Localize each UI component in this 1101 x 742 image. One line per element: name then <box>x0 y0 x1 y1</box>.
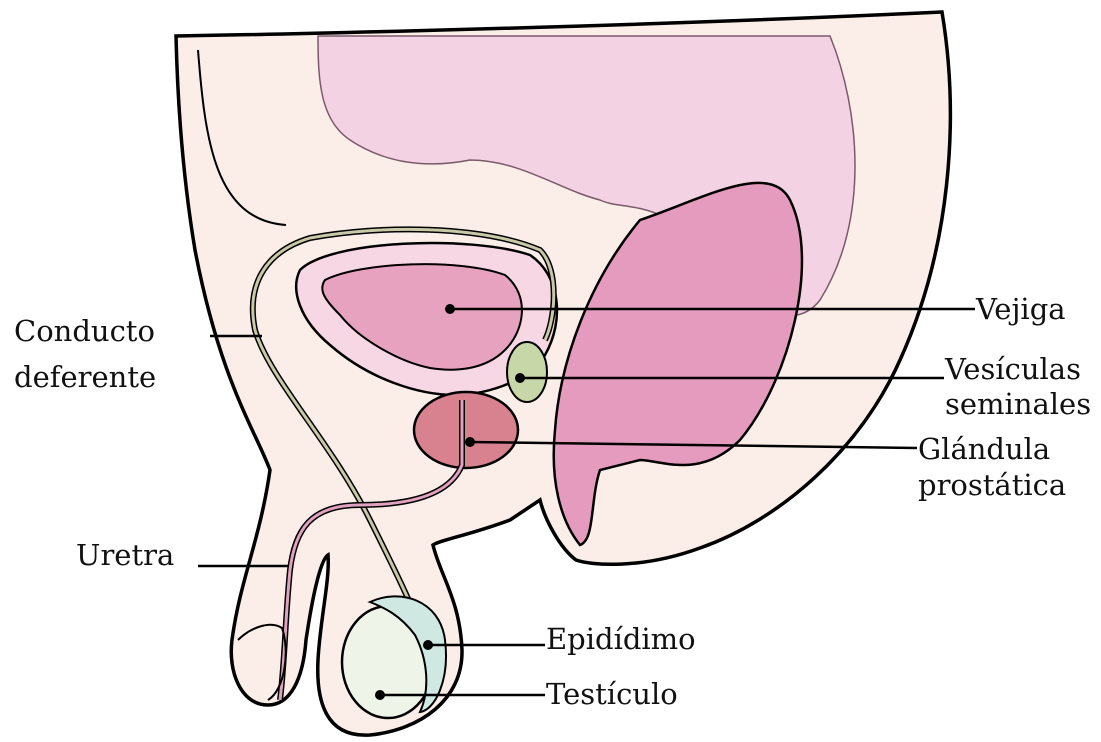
label-testicle: Testículo <box>546 677 678 711</box>
leader-testicle-dot <box>375 690 385 700</box>
label-prostate-line2: prostática <box>918 468 1066 502</box>
leader-epididymis-dot <box>423 640 433 650</box>
label-vas-deferens-line1: Conducto <box>14 314 155 348</box>
label-seminal-vesicles-line1: Vesículas <box>945 352 1081 386</box>
leader-bladder-dot <box>445 304 455 314</box>
seminal-vesicle <box>507 342 547 402</box>
label-vas-deferens-line2: deferente <box>14 360 156 394</box>
label-seminal-vesicles-line2: seminales <box>945 387 1091 421</box>
prostate-gland <box>414 392 518 468</box>
label-bladder: Vejiga <box>976 292 1066 326</box>
leader-prostate-dot <box>465 437 475 447</box>
label-urethra: Uretra <box>76 538 174 572</box>
label-prostate-line1: Glándula <box>918 432 1050 466</box>
leader-seminal-dot <box>515 373 525 383</box>
label-epididymis: Epidídimo <box>546 622 696 656</box>
